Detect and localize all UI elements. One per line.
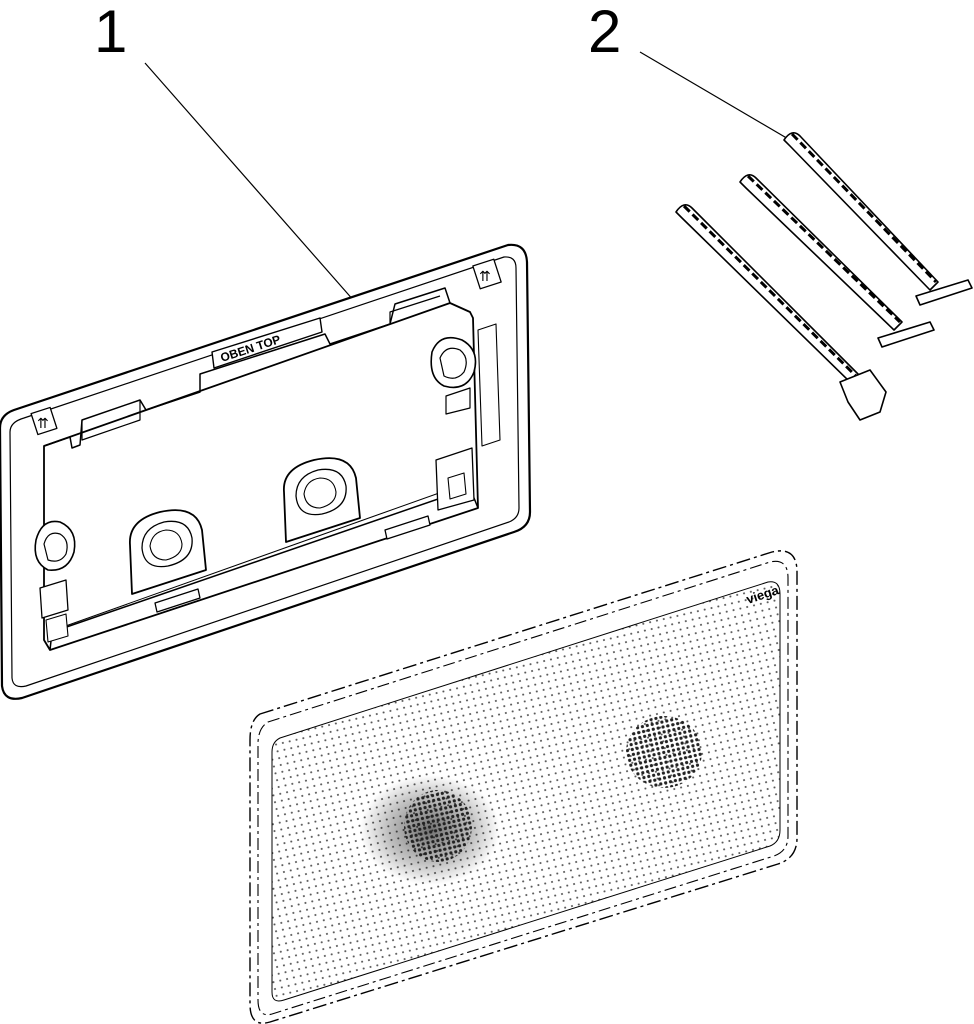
frame-arrow-icon-left: ⇈: [37, 416, 49, 432]
callout-2-label: 2: [588, 0, 622, 65]
callout-2-leader: [639, 51, 791, 141]
callout-1-label: 1: [94, 0, 128, 65]
threaded-rod-1: [783, 132, 973, 306]
mounting-frame: [0, 243, 532, 700]
callout-1-leader: [144, 62, 363, 311]
threaded-rod-2: [739, 174, 935, 348]
cover-plate: [249, 550, 798, 1024]
threaded-rod-3: [675, 204, 887, 421]
frame-arrow-icon-right: ⇈: [479, 269, 491, 285]
